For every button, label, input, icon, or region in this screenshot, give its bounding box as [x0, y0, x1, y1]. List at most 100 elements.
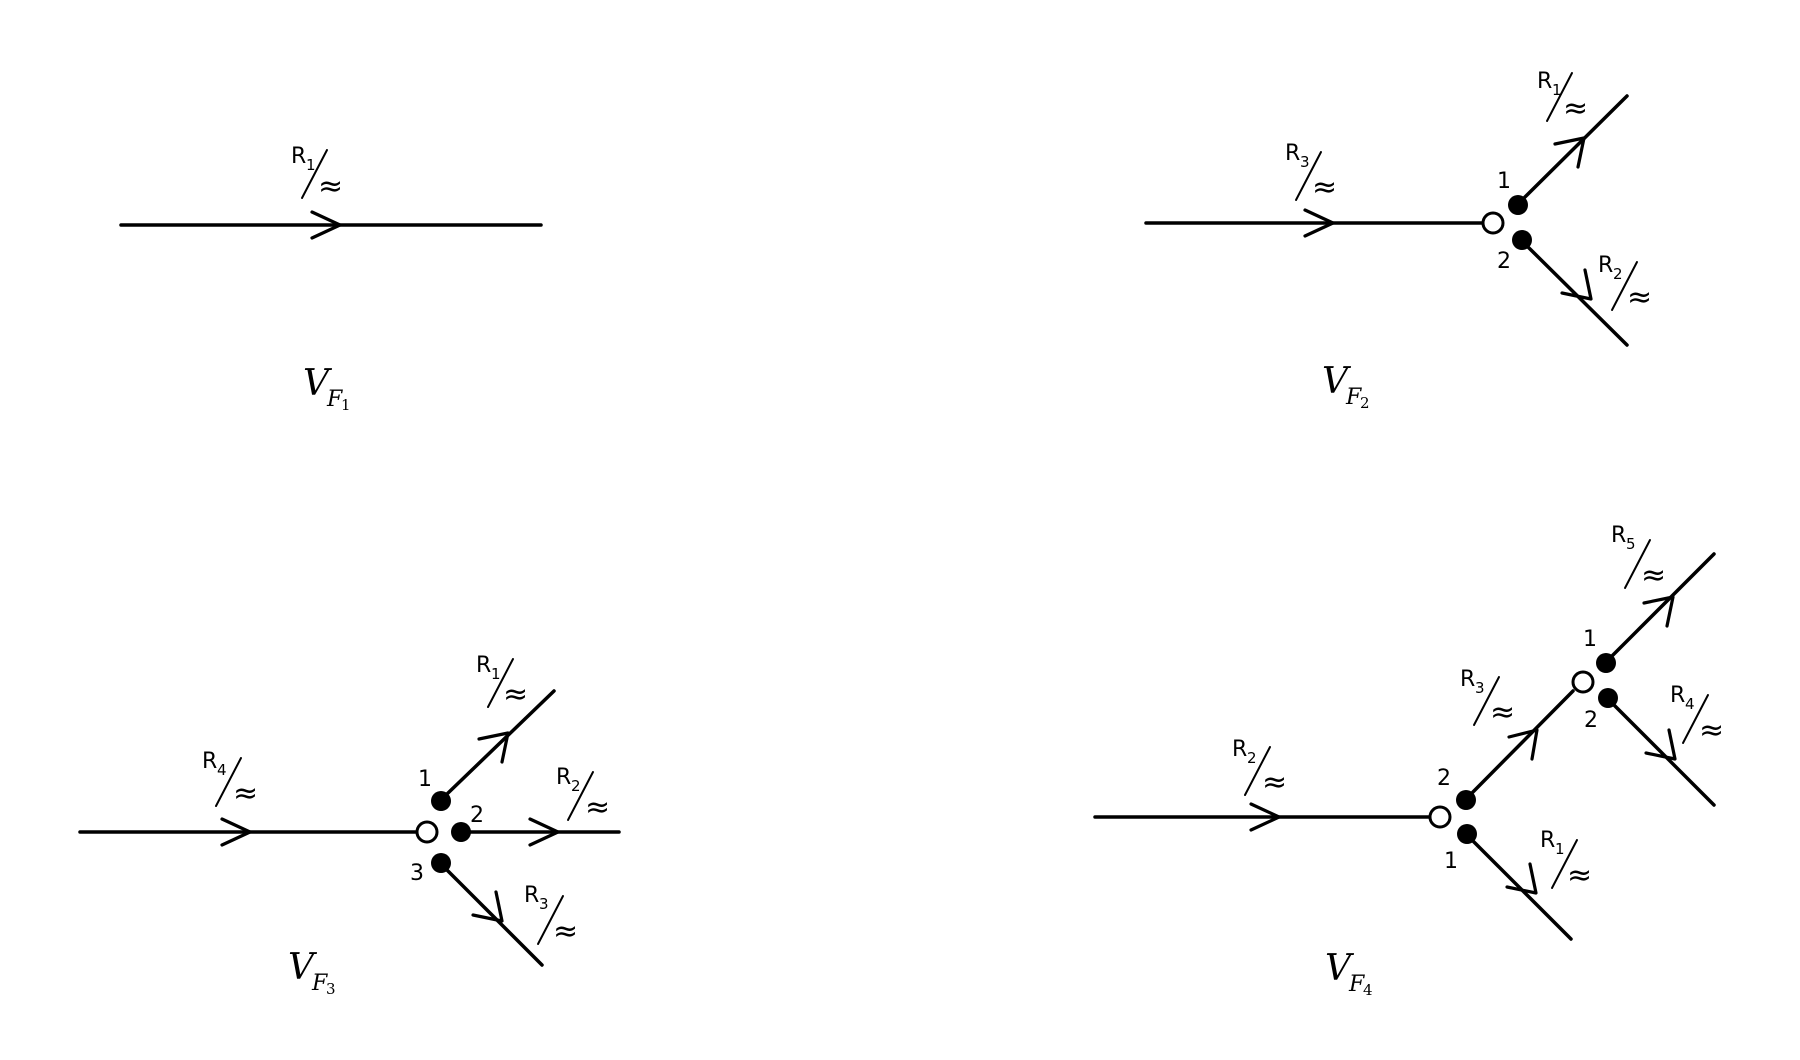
arrow-head [1644, 728, 1677, 761]
edge-line [445, 868, 544, 967]
arrow-head [1505, 862, 1538, 895]
label-approx: ≈ [1567, 858, 1592, 893]
label-r: R [1540, 828, 1555, 853]
label-approx: ≈ [1627, 280, 1652, 315]
edge-label-r3: R 3 ≈ [524, 883, 578, 949]
label-approx: ≈ [1312, 170, 1337, 205]
label-r: R [1611, 523, 1626, 548]
label-slash [1624, 539, 1651, 589]
edge-label-r2: R 2 ≈ [1232, 737, 1287, 800]
edge-label-r3: R 3 ≈ [1460, 667, 1515, 730]
port-number: 2 [1497, 249, 1511, 274]
port-number: 1 [1444, 849, 1458, 874]
label-index: 4 [1685, 695, 1695, 713]
edge-line [1610, 552, 1716, 658]
label-approx: ≈ [233, 776, 258, 811]
port-node [451, 822, 471, 842]
label-r: R [1232, 737, 1247, 762]
label-approx: ≈ [1699, 713, 1724, 748]
arrow-head [1560, 268, 1593, 301]
edge-label-r4: R 4 ≈ [1670, 683, 1724, 748]
edge-label-r1: R 1 ≈ [291, 144, 343, 204]
label-r: R [291, 144, 306, 169]
label-slash [1611, 261, 1638, 311]
label-slash [537, 895, 564, 945]
edge-label-r2: R 2 ≈ [556, 765, 610, 825]
arrow-head [471, 890, 504, 923]
arrow-head [310, 210, 342, 240]
diagram-vf2: 1 2 R 3 ≈ R 1 ≈ R 2 ≈ V F 2 [1144, 69, 1652, 412]
open-node [415, 820, 439, 844]
port-node [1512, 230, 1532, 250]
port-node [431, 791, 451, 811]
caption-subsub: 1 [341, 396, 351, 414]
label-index: 3 [539, 895, 549, 913]
caption-vf4: V F 4 [1325, 948, 1373, 999]
port-number: 1 [1497, 169, 1511, 194]
edge-line [1612, 703, 1716, 807]
arrow-head [1642, 595, 1675, 628]
diagram-vf1: R 1 ≈ V F 1 [119, 144, 543, 414]
port-number: 1 [418, 767, 432, 792]
label-index: 1 [306, 156, 316, 174]
label-approx: ≈ [1563, 91, 1588, 126]
label-approx: ≈ [585, 790, 610, 825]
label-index: 2 [1247, 749, 1257, 767]
open-node [1571, 670, 1595, 694]
label-r: R [476, 653, 491, 678]
arrow-head [528, 817, 560, 847]
port-number: 3 [410, 861, 424, 886]
label-r: R [524, 883, 539, 908]
label-approx: ≈ [318, 169, 343, 204]
open-node [1481, 211, 1505, 235]
label-slash [1546, 72, 1573, 122]
label-slash [567, 771, 594, 821]
arrow-head [1507, 728, 1539, 761]
caption-main: V [1325, 948, 1355, 989]
label-approx: ≈ [1641, 558, 1666, 593]
caption-vf2: V F 2 [1322, 361, 1370, 412]
edge-line [445, 689, 556, 796]
label-index: 2 [1613, 265, 1623, 283]
edge-label-r2: R 2 ≈ [1598, 253, 1652, 315]
caption-main: V [303, 363, 333, 404]
label-r: R [202, 749, 217, 774]
caption-main: V [288, 947, 318, 988]
diagram-vf4: 2 1 1 2 R 2 ≈ R 3 ≈ R 1 ≈ [1093, 523, 1724, 999]
edge-label-r5: R 5 ≈ [1611, 523, 1666, 593]
caption-subsub: 2 [1360, 394, 1370, 412]
label-slash [301, 149, 328, 199]
caption-sub: F [311, 971, 328, 996]
edge-label-r3: R 3 ≈ [1285, 141, 1337, 205]
port-node [1508, 195, 1528, 215]
label-index: 1 [1552, 81, 1562, 99]
edge-label-r1: R 1 ≈ [1537, 69, 1588, 126]
caption-sub: F [1348, 972, 1365, 997]
arrow-head [1303, 208, 1335, 238]
label-slash [1244, 746, 1271, 796]
label-index: 5 [1626, 535, 1636, 553]
port-node [431, 853, 451, 873]
label-slash [1551, 839, 1578, 889]
arrow-head [477, 731, 510, 764]
label-approx: ≈ [553, 914, 578, 949]
label-index: 1 [491, 665, 501, 683]
caption-vf1: V F 1 [303, 363, 351, 414]
caption-sub: F [1345, 385, 1362, 410]
caption-main: V [1322, 361, 1352, 402]
label-index: 3 [1300, 153, 1310, 171]
label-r: R [1537, 69, 1552, 94]
edge-line [1522, 94, 1629, 200]
label-index: 3 [1475, 679, 1485, 697]
label-index: 4 [217, 761, 227, 779]
label-index: 2 [571, 777, 581, 795]
label-slash [1473, 676, 1500, 726]
label-slash [215, 757, 242, 807]
arrow-head [1249, 802, 1281, 832]
label-r: R [1460, 667, 1475, 692]
open-node [1428, 805, 1452, 829]
caption-sub: F [326, 387, 343, 412]
port-node [1456, 790, 1476, 810]
